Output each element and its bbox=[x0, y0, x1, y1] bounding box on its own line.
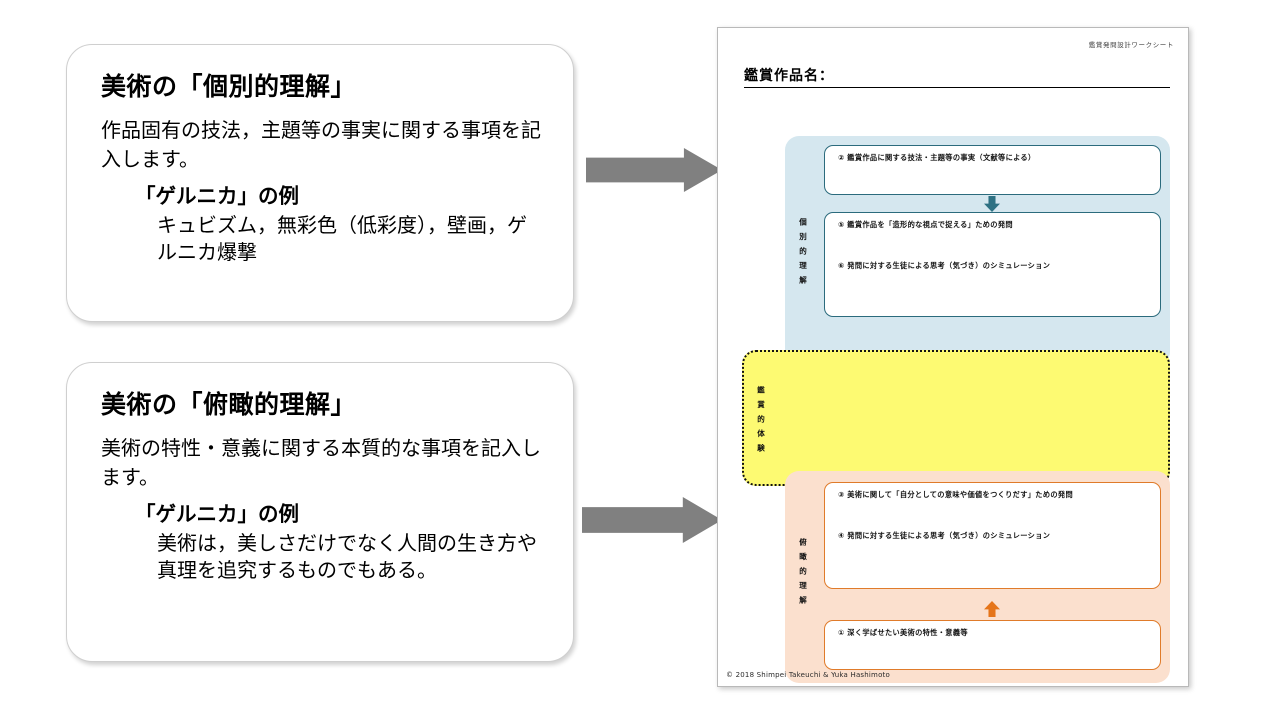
card-individual-title: 美術の「個別的理解」 bbox=[101, 72, 357, 101]
entry-box-3-4[interactable]: ③ 美術に関して「自分としての意味や価値をつくりだす」ための発問 ④ 発問に対す… bbox=[824, 482, 1161, 589]
card-overview-content: 美術の「俯瞰的理解」 美術の特性・意義に関する本質的な事項を記入します。 「ゲル… bbox=[67, 363, 573, 595]
worksheet-title-label: 鑑賞作品名： bbox=[744, 65, 834, 88]
right-arrow-icon-bottom bbox=[582, 497, 722, 543]
entry-box-2[interactable]: ② 鑑賞作品に関する技法・主題等の事実（文献等による） bbox=[824, 145, 1161, 195]
card-overview-description: 美術の特性・意義に関する本質的な事項を記入します。 bbox=[101, 436, 541, 489]
worksheet-title-input[interactable] bbox=[834, 70, 1170, 88]
card-individual-understanding: 美術の「個別的理解」 作品固有の技法，主題等の事実に関する事項を記入します。 「… bbox=[66, 44, 574, 322]
entry-label-2: ② 鑑賞作品に関する技法・主題等の事実（文献等による） bbox=[838, 153, 1036, 162]
card-overview-title: 美術の「俯瞰的理解」 bbox=[101, 390, 357, 419]
card-overview-example-title: 「ゲルニカ」の例 bbox=[135, 502, 299, 527]
zone-individual-label: 個別的理解 bbox=[798, 217, 808, 291]
card-individual-example-body: キュビズム，無彩色（低彩度），壁画，ゲルニカ爆撃 bbox=[157, 212, 527, 265]
entry-label-4: ④ 発問に対する生徒による思考（気づき）のシミュレーション bbox=[838, 531, 1051, 540]
worksheet-sheet: 鑑賞発問設計ワークシート 鑑賞作品名： 個別的理解 鑑賞的体験 俯瞰的理解 ② … bbox=[717, 27, 1189, 687]
card-individual-example-title: 「ゲルニカ」の例 bbox=[135, 184, 299, 209]
card-overview-example-body: 美術は，美しさだけでなく人間の生き方や真理を追究するものでもある。 bbox=[157, 530, 537, 583]
card-individual-description: 作品固有の技法，主題等の事実に関する事項を記入します。 bbox=[101, 118, 541, 171]
worksheet-title-row: 鑑賞作品名： bbox=[744, 65, 1170, 88]
entry-box-1[interactable]: ① 深く学ばせたい美術の特性・意義等 bbox=[824, 620, 1161, 670]
entry-label-5: ⑤ 鑑賞作品を「造形的な視点で捉える」ための発問 bbox=[838, 220, 1013, 229]
copyright-notice: © 2018 Shimpei Takeuchi & Yuka Hashimoto bbox=[726, 671, 890, 679]
zone-overview-label: 俯瞰的理解 bbox=[798, 537, 808, 611]
entry-label-3: ③ 美術に関して「自分としての意味や価値をつくりだす」ための発問 bbox=[838, 490, 1073, 499]
right-arrow-icon-top bbox=[586, 148, 722, 192]
card-individual-content: 美術の「個別的理解」 作品固有の技法，主題等の事実に関する事項を記入します。 「… bbox=[67, 45, 573, 277]
worksheet-header-label: 鑑賞発問設計ワークシート bbox=[1088, 41, 1174, 49]
zone-appreciation-experience bbox=[742, 350, 1170, 486]
entry-box-5-6[interactable]: ⑤ 鑑賞作品を「造形的な視点で捉える」ための発問 ⑥ 発問に対する生徒による思考… bbox=[824, 212, 1161, 317]
card-overview-understanding: 美術の「俯瞰的理解」 美術の特性・意義に関する本質的な事項を記入します。 「ゲル… bbox=[66, 362, 574, 662]
zone-experience-label: 鑑賞的体験 bbox=[756, 385, 766, 459]
entry-label-1: ① 深く学ばせたい美術の特性・意義等 bbox=[838, 628, 968, 637]
entry-label-6: ⑥ 発問に対する生徒による思考（気づき）のシミュレーション bbox=[838, 261, 1051, 270]
